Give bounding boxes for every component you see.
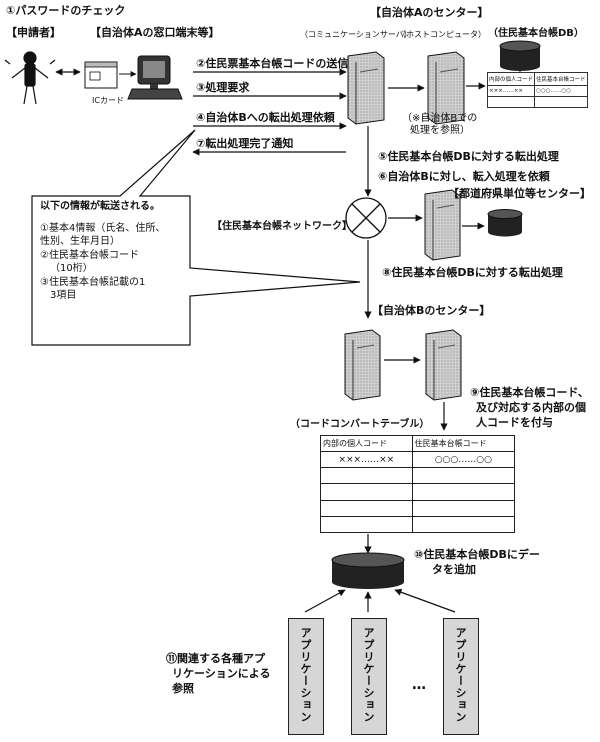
prefecture-database-icon <box>487 209 523 237</box>
application-label: アプリケーション <box>362 627 375 723</box>
callout-line: （10桁） <box>50 263 93 274</box>
convert-table-cell <box>320 483 413 501</box>
callout-box <box>31 129 361 346</box>
comm-server-icon <box>347 51 385 125</box>
step11-line1: ⑪関連する各種アプ <box>166 652 265 665</box>
applications-ellipsis: … <box>412 677 426 693</box>
convert-table-cell <box>411 467 516 485</box>
step9-line2: 及び対応する内部の個 <box>476 401 586 414</box>
step4-label: ④自治体Bへの転出処理依頼 <box>196 111 335 124</box>
center-b-label: 【自治体Bのセンター】 <box>372 304 491 317</box>
step5-label: ⑤住民基本台帳DBに対する転出処理 <box>378 150 559 163</box>
convert-table-cell <box>320 467 413 485</box>
person-icon <box>4 51 56 105</box>
step11-line3: 参照 <box>172 682 194 695</box>
step6-label: ⑥自治体Bに対し、転入処理を依頼 <box>378 170 550 183</box>
application-label: アプリケーション <box>299 627 312 723</box>
callout-text: 以下の情報が転送される。 ①基本4情報（氏名、住所、 性別、生年月日） ②住民基… <box>40 200 180 303</box>
mini-table-cell <box>486 95 536 109</box>
prefecture-center-label: 【都道府県単位等センター】 <box>448 187 591 200</box>
convert-table-cell <box>411 483 516 501</box>
center-b-server-2-icon <box>425 329 462 401</box>
convert-table-cell <box>320 515 413 534</box>
step8-label: ⑧住民基本台帳DBに対する転出処理 <box>382 266 563 279</box>
db-a-label: （住民基本台帳DB） <box>488 28 584 39</box>
network-icon <box>345 197 387 239</box>
app1-arrow <box>304 589 346 613</box>
prefecture-server-icon <box>424 189 461 261</box>
network-label: 【住民基本台帳ネットワーク】 <box>212 221 352 232</box>
convert-table-cell <box>320 499 413 517</box>
center-b-database-icon <box>331 552 405 589</box>
convert-table: 内部の個人コード 住民基本台帳コード ×××……×× ○○○……○○ <box>320 434 516 534</box>
terminal-label: 【自治体Aの窓口端末等】 <box>90 26 220 39</box>
app3-arrow <box>394 588 456 613</box>
application-box-3: アプリケーション <box>443 618 479 735</box>
database-icon <box>499 40 541 71</box>
convert-table-header: 内部の個人コード <box>320 434 413 453</box>
callout-line: ②住民基本台帳コード <box>40 249 139 261</box>
comm-server-label: （コミュニケーションサーバ） <box>300 30 412 39</box>
convert-table-cell <box>411 515 516 534</box>
center-a-label: 【自治体Aのセンター】 <box>370 6 489 19</box>
callout-line: 性別、生年月日） <box>40 236 120 247</box>
ic-card-label: ICカード <box>92 96 124 105</box>
step2-label: ②住民票基本台帳コードの送信 <box>196 57 349 70</box>
mini-table-cell <box>534 95 588 109</box>
step9-line1: ⑨住民基本台帳コード、 <box>470 386 589 399</box>
mini-table-cell: ×××……×× <box>486 84 536 97</box>
host-label: （ホストコンピュータ） <box>398 30 486 39</box>
application-label: アプリケーション <box>454 627 467 723</box>
convert-table-cell: ○○○……○○ <box>411 451 516 469</box>
mini-table-cell: ○○○……○○ <box>534 84 588 97</box>
mini-table-header: 内部の個人コード <box>486 72 536 86</box>
callout-line: 3項目 <box>50 290 77 301</box>
callout-line: ③住民基本台帳記載の1 <box>40 276 146 288</box>
step11-line2: リケーションによる <box>172 667 271 680</box>
step10-line1: ⑩住民基本台帳DBにデー <box>414 548 540 561</box>
ic-card-icon <box>84 61 118 89</box>
convert-table-cell: ×××……×× <box>320 451 413 469</box>
host-note-line2: 処理を参照） <box>410 125 470 136</box>
applicant-label: 【申請者】 <box>6 26 61 39</box>
step10-line2: タを追加 <box>432 563 476 576</box>
step9-line3: 人コードを付与 <box>476 416 553 429</box>
callout-line: ①基本4情報（氏名、住所、 <box>40 222 166 234</box>
convert-table-header: 住民基本台帳コード <box>411 434 516 453</box>
step3-label: ③処理要求 <box>196 81 250 94</box>
callout-title: 以下の情報が転送される。 <box>40 201 160 212</box>
host-note-line1: （※自治体Bでの <box>402 113 478 124</box>
host-computer-icon <box>427 51 465 125</box>
application-box-2: アプリケーション <box>351 618 387 735</box>
center-b-server-1-icon <box>344 329 381 401</box>
step7-label: ⑦転出処理完了通知 <box>196 137 294 150</box>
mini-table-header: 住民基本台帳コード <box>534 72 588 86</box>
convert-table-title: （コードコンバートテーブル） <box>290 419 430 430</box>
mini-table: 内部の個人コード住民基本台帳コード ×××……××○○○……○○ <box>486 72 588 109</box>
step1-label: ①パスワードのチェック <box>6 4 126 17</box>
computer-icon <box>127 55 183 100</box>
application-box-1: アプリケーション <box>288 618 324 735</box>
convert-table-cell <box>411 499 516 517</box>
